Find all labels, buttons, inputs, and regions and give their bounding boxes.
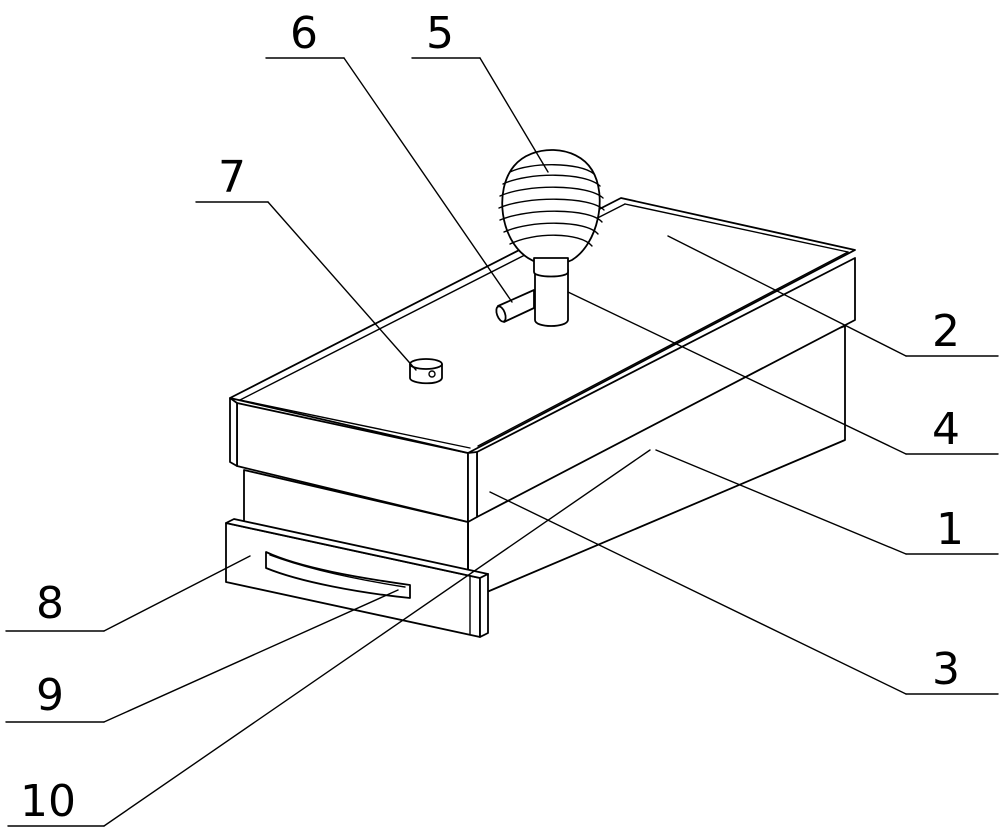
leader-lines — [5, 57, 999, 827]
callout-5: 5 — [426, 8, 454, 59]
callout-7: 7 — [218, 152, 246, 203]
callout-2: 2 — [932, 306, 960, 357]
callout-4: 4 — [932, 404, 960, 455]
callout-6: 6 — [290, 8, 318, 59]
callout-3: 3 — [932, 644, 960, 695]
callout-10: 10 — [20, 776, 76, 827]
callout-8: 8 — [36, 578, 64, 629]
rubber-bulb — [498, 149, 605, 278]
callout-1: 1 — [936, 504, 964, 555]
drawer — [225, 518, 489, 638]
callout-labels: 7 6 5 2 4 1 3 8 9 10 — [20, 8, 964, 827]
drawer-handle — [265, 551, 411, 599]
callout-9: 9 — [36, 670, 64, 721]
small-knob — [409, 358, 443, 385]
